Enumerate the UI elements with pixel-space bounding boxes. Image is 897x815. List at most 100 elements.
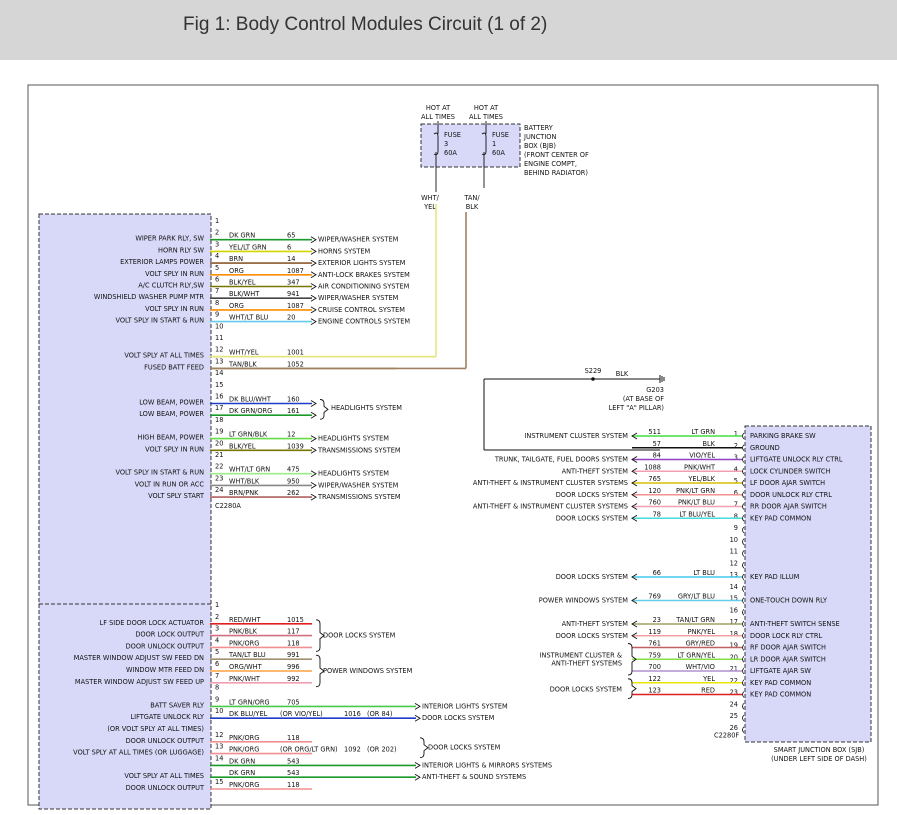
wire-destination: HORNS SYSTEM — [318, 247, 371, 255]
pin-label: RF DOOR AJAR SWITCH — [750, 644, 826, 652]
pin-label: LOW BEAM, POWER — [139, 410, 204, 418]
pin-label: WINDOW MTR FEED DN — [126, 666, 204, 674]
wire-destination: INTERIOR LIGHTS & MIRRORS SYSTEMS — [422, 761, 552, 769]
wire-color-label: BRN/PNK — [229, 489, 259, 497]
wire-arrow — [631, 432, 638, 440]
wire-arrow — [414, 714, 421, 722]
wire-color-label: TAN/LT GRN — [675, 616, 715, 624]
pin-label: MASTER WINDOW ADJUST SW FEED DN — [74, 654, 204, 662]
pin-label: ONE-TOUCH DOWN RLY — [750, 597, 828, 605]
pin-number: 5 — [215, 648, 219, 656]
wire-color-label: LT GRN — [691, 428, 715, 436]
wire-color-label: BLK/WHT — [229, 290, 260, 298]
fuse-wire-color: BLK — [466, 203, 479, 211]
circuit-number: 941 — [287, 290, 300, 298]
bjb-label: (FRONT CENTER OF — [524, 151, 589, 159]
ground-wire-color: BLK — [616, 370, 629, 378]
wire-color-label: BLK/YEL — [229, 442, 256, 450]
pin-number: 13 — [215, 357, 223, 365]
circuit-number: 996 — [287, 663, 300, 671]
pin-number: 12 — [215, 346, 223, 354]
wire-arrow — [310, 482, 317, 489]
splice-label: S229 — [585, 367, 602, 375]
pin-label: RR DOOR AJAR SWITCH — [750, 503, 827, 511]
pin-number: 7 — [734, 501, 738, 509]
wire-color-label: WHT/LT GRN — [229, 466, 270, 474]
wire-color-label: PNK/YEL — [688, 628, 716, 636]
pin-label: VOLT SPLY IN START & RUN — [115, 317, 204, 325]
pin-number: 24 — [730, 700, 738, 708]
door-locks-brace — [315, 619, 325, 652]
circuit-number: 20 — [287, 314, 295, 322]
circuit-number: 991 — [287, 651, 300, 659]
circuit-number: 543 — [287, 757, 300, 765]
wire-color-label: PNK/ORG — [229, 746, 259, 754]
wire-arrow — [310, 318, 317, 325]
wire-arrow — [414, 703, 421, 710]
wire-color-label: LT BLU — [693, 569, 715, 577]
wire-arrow — [631, 514, 638, 522]
pin-number: 22 — [215, 463, 223, 471]
wire-color-label: LT GRN/YEL — [677, 651, 715, 659]
pin-cavity — [742, 514, 745, 522]
circuit-number: 118 — [287, 734, 300, 742]
bjb-module — [420, 123, 521, 168]
wire-arrow — [310, 283, 317, 290]
group-label: INSTRUMENT CLUSTER & — [540, 651, 622, 659]
pin-number: 8 — [215, 299, 219, 307]
pin-number: 16 — [730, 606, 738, 614]
pin-cavity — [742, 550, 745, 557]
pin-number: 20 — [215, 439, 223, 447]
wire-arrow — [631, 503, 638, 510]
wire-destination: DOOR LOCKS SYSTEM — [422, 714, 495, 722]
wire-color-label: YEL/BLK — [687, 475, 715, 483]
fuse-label: 60A — [444, 149, 457, 157]
wire-destination: ANTI-THEFT & INSTRUMENT CLUSTER SYSTEMS — [473, 503, 628, 511]
pin-cavity — [742, 503, 745, 510]
ground-label: (AT BASE OF — [623, 395, 664, 403]
wire-destination: INSTRUMENT CLUSTER SYSTEM — [524, 432, 628, 440]
pin-label: GROUND — [750, 444, 780, 452]
pin-number: 7 — [215, 287, 219, 295]
pin-cavity — [742, 714, 745, 722]
pin-number: 17 — [215, 404, 223, 412]
pin-label: WINDSHIELD WASHER PUMP MTR — [94, 293, 205, 301]
circuit-number: 78 — [653, 510, 661, 518]
pin-number: 10 — [215, 322, 223, 330]
circuit-number: 84 — [653, 452, 661, 460]
fuse-label: FUSE — [444, 131, 461, 139]
bcm-module-top — [38, 213, 212, 615]
wire-color-label: PNK/WHT — [229, 675, 261, 683]
wire-destination: HEADLIGHTS SYSTEM — [318, 435, 389, 443]
pin-cavity — [742, 608, 745, 616]
wire-destination: WIPER/WASHER SYSTEM — [318, 481, 399, 489]
wire-color-label: ORG — [229, 302, 244, 310]
group-label: POWER WINDOWS SYSTEM — [323, 667, 413, 675]
bjb-hot-label: ALL TIMES — [469, 113, 503, 121]
wire-color-label: DK BLU/YEL — [229, 710, 268, 718]
wire-color-label: PNK/ORG — [229, 781, 259, 789]
wire-color-label: PNK/ORG — [229, 734, 259, 742]
wire-destination: DOOR LOCKS SYSTEM — [556, 514, 629, 522]
circuit-number: 1087 — [287, 267, 304, 275]
wire-arrow — [414, 762, 421, 769]
wire-destination: POWER WINDOWS SYSTEM — [539, 597, 629, 605]
pin-label: LR DOOR AJAR SWITCH — [750, 655, 826, 663]
circuit-number: 12 — [287, 431, 295, 439]
pin-number: 5 — [215, 264, 219, 272]
pin-label: DOOR LOCK OUTPUT — [135, 631, 205, 639]
pin-cavity — [742, 644, 745, 651]
pin-number: 6 — [734, 489, 738, 497]
group-label: DOOR LOCKS SYSTEM — [550, 686, 623, 694]
pin-cavity — [742, 702, 745, 710]
wire-color-label: TAN/BLK — [228, 360, 257, 368]
pin-number: 14 — [730, 583, 738, 591]
pin-label: KEY PAD COMMON — [750, 514, 811, 522]
ground-label: LEFT "A" PILLAR) — [609, 404, 664, 412]
pin-number: 18 — [730, 630, 738, 638]
pin-cavity — [742, 456, 745, 463]
wire-alt-color: (OR VIO/YEL) — [280, 710, 323, 718]
pin-number: 4 — [215, 252, 219, 260]
pin-number: 2 — [215, 229, 219, 237]
wire-destination: HEADLIGHTS SYSTEM — [318, 470, 389, 478]
